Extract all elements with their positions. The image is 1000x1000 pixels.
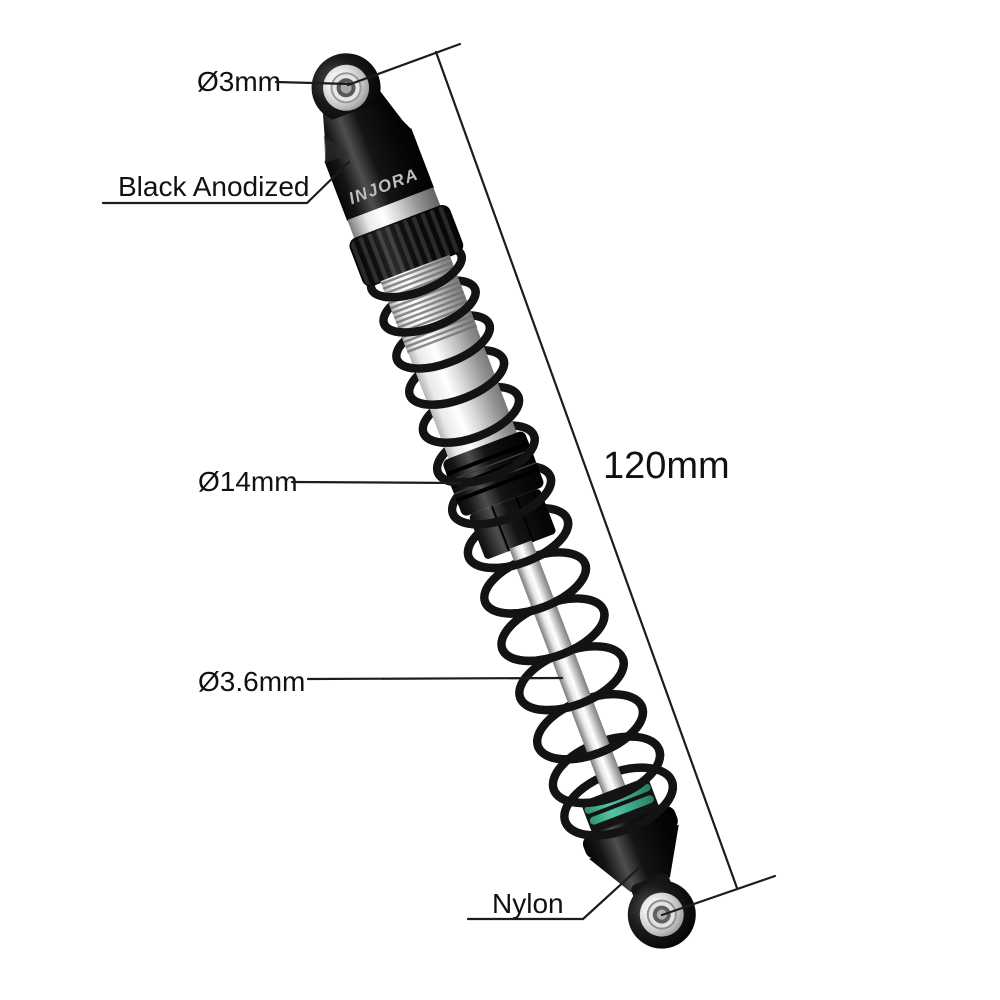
green-oring: [589, 795, 654, 825]
extension-line-top: [346, 42, 462, 87]
spring-coil-front: [533, 702, 648, 764]
shaft-diameter-label: Ø3.6mm: [198, 666, 305, 697]
leader-line: [274, 80, 352, 86]
spring-coil-front: [367, 250, 466, 302]
callout-body-diameter: Ø14mm: [198, 466, 462, 497]
spring-coil-front: [419, 392, 524, 447]
spring-coil-front: [561, 777, 678, 840]
leader-line: [306, 676, 564, 681]
hex-edge: [491, 505, 511, 552]
annotations: 120mm Ø3mm Black Anodized Ø14mm Ø3.6mm N…: [101, 42, 777, 921]
dimension-line: [434, 50, 739, 890]
rod-end-label: Nylon: [492, 888, 564, 919]
rod-end-cone: [589, 824, 679, 893]
callout-rod-end: Nylon: [466, 865, 642, 921]
spring-coil-front: [392, 320, 495, 373]
hex-edge: [515, 496, 535, 543]
groove-highlight: [448, 448, 532, 482]
spring-coil-front: [516, 654, 628, 715]
extension-line-bottom: [660, 874, 777, 917]
shock-absorber: INJORA: [311, 53, 696, 949]
leader-line: [101, 160, 351, 205]
length-label: 120mm: [603, 445, 730, 487]
leader-line: [466, 865, 642, 921]
spring-coil-front: [498, 606, 609, 666]
collar-shading: [350, 205, 463, 286]
spring-coil-front: [480, 559, 591, 618]
callout-eyelet-hole: Ø3mm: [197, 66, 352, 97]
spring-coil-front: [464, 515, 573, 573]
groove-line: [455, 467, 540, 503]
callout-shaft-diameter: Ø3.6mm: [198, 666, 564, 697]
spring-coil-front: [448, 472, 556, 529]
leader-line: [290, 480, 462, 485]
spring-front: [367, 250, 678, 840]
eyelet-hole-label: Ø3mm: [197, 66, 281, 97]
callout-finish: Black Anodized: [101, 160, 351, 205]
spring-coil-front: [405, 355, 509, 409]
groove-line: [445, 441, 530, 477]
finish-label: Black Anodized: [118, 171, 309, 202]
body-diameter-label: Ø14mm: [198, 466, 298, 497]
silver-ring: [347, 187, 442, 241]
cap-shoulder: [325, 100, 412, 164]
dimension-overall-length: 120mm: [346, 42, 777, 917]
spring-coil-front: [379, 284, 480, 337]
spring-coil-front: [433, 431, 539, 487]
spring-coil-front: [549, 745, 665, 808]
cap-facet: [323, 135, 350, 164]
